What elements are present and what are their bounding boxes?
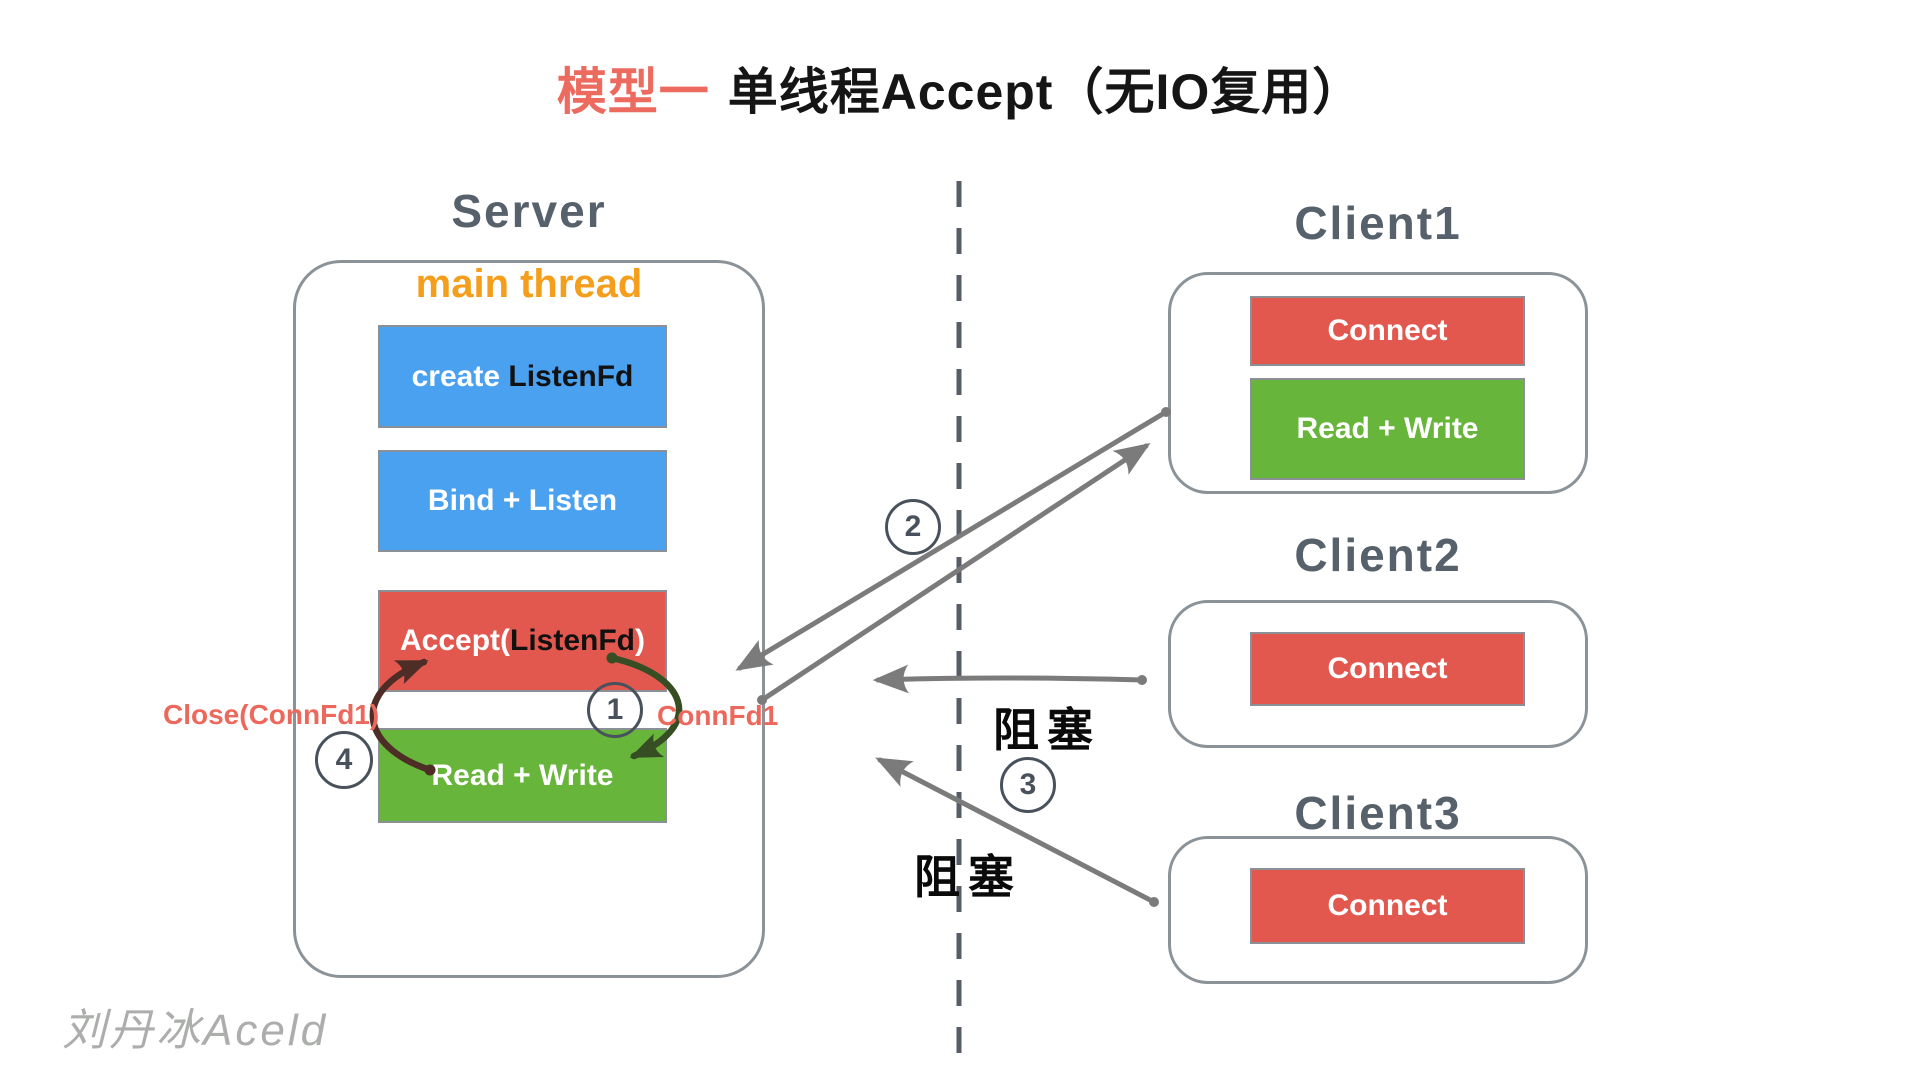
arrow-client2-to-server [872, 664, 1145, 694]
step-circle-2: 2 [885, 499, 941, 555]
step-text-dark: ListenFd [510, 624, 636, 657]
client1-label: Client1 [1294, 197, 1462, 249]
arrow-client2-startcap [1137, 675, 1147, 685]
step-text-dark: ListenFd [508, 359, 634, 393]
step-text-white: Read + Write [431, 758, 614, 792]
step-text-white: Accept( [399, 624, 511, 657]
arrow-server-to-client1 [759, 443, 1151, 703]
step-accept-listenfd: Accept(ListenFd) [378, 590, 667, 692]
step-read-write: Read + Write [378, 728, 667, 823]
page-title: 模型一单线程Accept（无IO复用） [0, 52, 1920, 124]
connfd-label: ConnFd1 [657, 700, 779, 731]
arrow-client3-startcap [1149, 897, 1159, 907]
title-model-label: 模型一 [556, 64, 710, 120]
main-thread-label: main thread [415, 262, 643, 306]
step-create-listenfd: create ListenFd [378, 325, 667, 428]
client1-connect-box: Connect [1250, 296, 1525, 366]
step-circle-1: 1 [587, 682, 643, 738]
client3-label: Client3 [1294, 787, 1462, 839]
step-text-white: create [411, 359, 509, 393]
step-circle-3: 3 [1000, 757, 1056, 813]
step-circle-4: 4 [315, 731, 373, 789]
blocking-label-client2: 阻塞 [993, 704, 1101, 756]
client1-container [1168, 272, 1588, 494]
client3-connect-box: Connect [1250, 868, 1525, 944]
close-connfd-label: Close(ConnFd1) [163, 699, 380, 730]
client3-container [1168, 836, 1588, 984]
step-text-white: ) [635, 624, 646, 657]
watermark: 刘丹冰Aceld [62, 1006, 329, 1055]
client1-read-write-box: Read + Write [1250, 378, 1525, 480]
step-text-white: Bind + Listen [427, 484, 618, 517]
client2-connect-box: Connect [1250, 632, 1525, 706]
arrow-client1-to-server [735, 409, 1169, 671]
client2-label: Client2 [1294, 529, 1462, 581]
server-label: Server [451, 185, 607, 237]
title-main-text: 单线程Accept（无IO复用） [727, 64, 1364, 120]
client2-container [1168, 600, 1588, 748]
step-bind-listen: Bind + Listen [378, 450, 667, 552]
blocking-label-client3: 阻塞 [914, 851, 1022, 903]
